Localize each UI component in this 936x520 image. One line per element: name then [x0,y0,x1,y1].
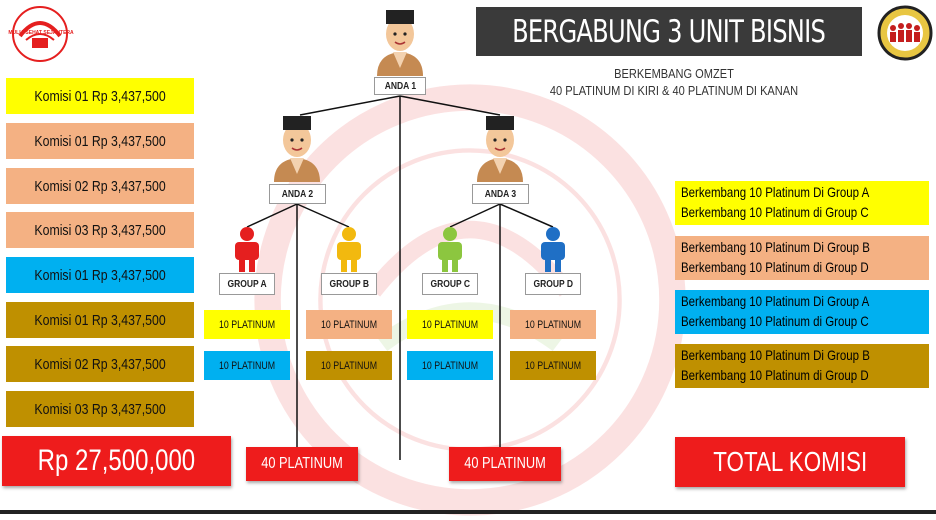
brand-logo-text: MULIA SEHAT SEJAHTERA [8,30,74,36]
group-label: GROUP C [422,273,478,295]
page-subtitle: BERKEMBANG OMZET 40 PLATINUM DI KIRI & 4… [549,66,799,98]
platinum-box: 10 PLATINUM [306,310,392,339]
node-anda1: ANDA 1 [374,77,426,95]
node-anda3: ANDA 3 [472,184,529,204]
group-person-icon [337,227,361,272]
commission-box: Komisi 02 Rp 3,437,500 [6,168,194,204]
commission-box: Komisi 03 Rp 3,437,500 [6,391,194,427]
node-anda2: ANDA 2 [269,184,326,204]
commission-box: Komisi 02 Rp 3,437,500 [6,346,194,382]
commission-box: Komisi 03 Rp 3,437,500 [6,212,194,248]
bottom-divider [0,510,936,514]
partner-logo-icon [877,5,933,61]
group-person-icon [438,227,462,272]
person-anda3-icon [477,116,523,182]
group-label: GROUP D [525,273,581,295]
platinum-box: 10 PLATINUM [204,351,290,380]
commission-box: Komisi 01 Rp 3,437,500 [6,78,194,114]
bottom-left-platinum: 40 PLATINUM [246,447,358,481]
brand-logo-icon [12,6,68,62]
group-label: GROUP B [321,273,377,295]
person-anda1-icon [377,10,423,76]
total-amount-box: Rp 27,500,000 [2,436,231,486]
total-komisi-label: TOTAL KOMISI [675,437,905,487]
platinum-box: 10 PLATINUM [407,310,493,339]
commission-box: Komisi 01 Rp 3,437,500 [6,302,194,338]
bottom-right-platinum: 40 PLATINUM [449,447,561,481]
person-anda2-icon [274,116,320,182]
platinum-box: 10 PLATINUM [204,310,290,339]
commission-box: Komisi 01 Rp 3,437,500 [6,123,194,159]
page-title: BERGABUNG 3 UNIT BISNIS [476,7,862,56]
platinum-box: 10 PLATINUM [306,351,392,380]
platinum-box: 10 PLATINUM [510,351,596,380]
commission-box: Komisi 01 Rp 3,437,500 [6,257,194,293]
platinum-box: 10 PLATINUM [407,351,493,380]
group-person-icon [235,227,259,272]
platinum-box: 10 PLATINUM [510,310,596,339]
group-label: GROUP A [219,273,275,295]
group-person-icon [541,227,565,272]
